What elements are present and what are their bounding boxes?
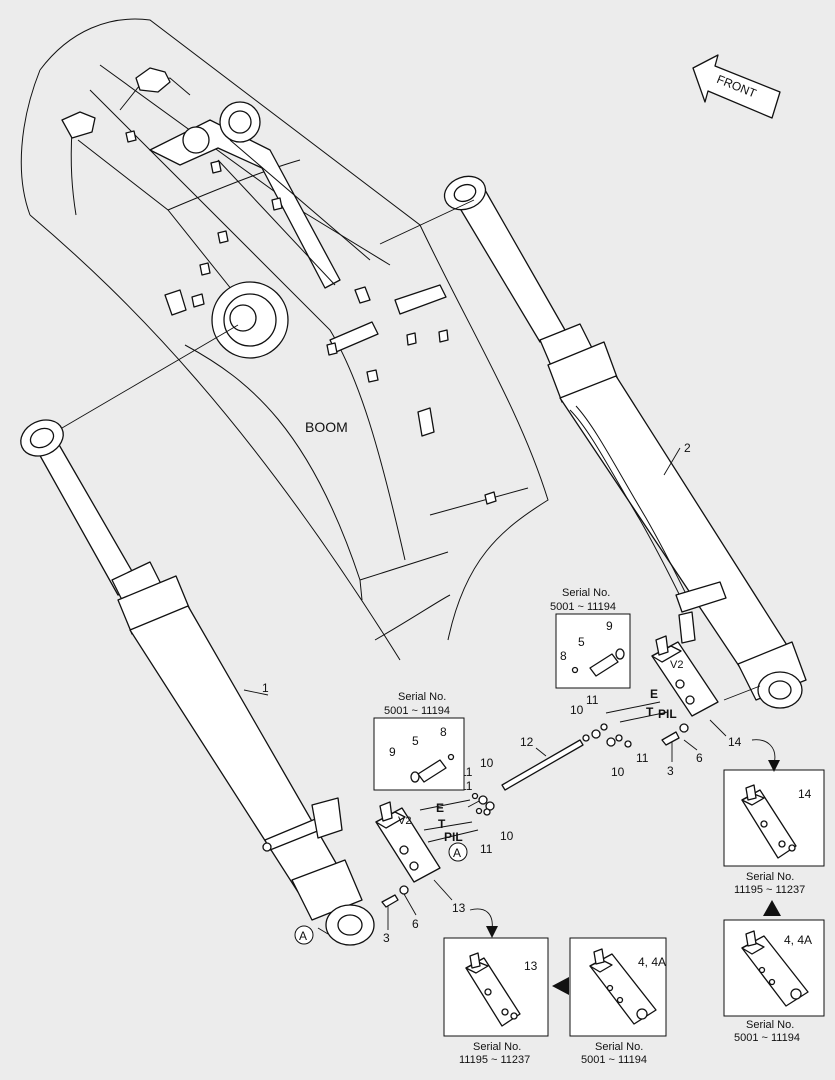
variant-4-bottom-title: Serial No. bbox=[595, 1041, 643, 1053]
inset-right-8: 8 bbox=[560, 649, 567, 663]
arrow-variant-14 bbox=[763, 900, 781, 916]
right-boom-cylinder bbox=[443, 175, 807, 709]
leader-lines bbox=[61, 199, 761, 935]
variant-14-range: 11195 ~ 11237 bbox=[734, 884, 805, 896]
variant-box-13: 13 Serial No. 11195 ~ 11237 bbox=[443, 937, 549, 1066]
serial-inset-left-range: 5001 ~ 11194 bbox=[384, 705, 450, 717]
inset-left-8: 8 bbox=[440, 725, 447, 739]
boom-label: BOOM bbox=[305, 419, 348, 435]
curved-arrow-14 bbox=[751, 739, 780, 772]
callout-11-d: 11 bbox=[586, 693, 599, 707]
right-bolt-3 bbox=[661, 723, 689, 746]
detail-a-top: A bbox=[448, 842, 468, 862]
variant-4-bottom-range: 5001 ~ 11194 bbox=[581, 1054, 647, 1066]
left-holding-valve bbox=[375, 799, 479, 883]
variant-box-4-bottom: 4, 4A Serial No. 5001 ~ 11194 bbox=[569, 937, 667, 1066]
port-e-right: E bbox=[650, 687, 658, 701]
arrow-variant-13 bbox=[552, 977, 569, 995]
left-bolt-3 bbox=[381, 885, 409, 908]
left-fittings bbox=[471, 792, 495, 816]
port-e-left: E bbox=[436, 801, 444, 815]
callout-10-a: 10 bbox=[480, 756, 494, 770]
port-t-left: T bbox=[438, 817, 446, 831]
variant-14-part: 14 bbox=[798, 787, 812, 801]
curved-arrow-13 bbox=[469, 908, 498, 938]
serial-inset-right-title: Serial No. bbox=[562, 587, 610, 599]
front-arrow bbox=[692, 54, 781, 119]
variant-13-title: Serial No. bbox=[473, 1041, 521, 1053]
callout-2: 2 bbox=[684, 441, 691, 455]
port-pil-left: PIL bbox=[444, 830, 463, 844]
serial-inset-left: Serial No. 5001 ~ 11194 5 8 9 bbox=[373, 691, 465, 791]
port-v2-left: V2 bbox=[398, 815, 411, 827]
serial-inset-right-range: 5001 ~ 11194 bbox=[550, 601, 616, 613]
right-fittings bbox=[591, 723, 632, 748]
left-boom-cylinder bbox=[20, 419, 375, 946]
variant-14-title: Serial No. bbox=[746, 871, 794, 883]
callout-10-d: 10 bbox=[611, 765, 625, 779]
svg-text:A: A bbox=[299, 929, 307, 943]
boom-structure bbox=[20, 18, 549, 661]
callout-11-c: 11 bbox=[480, 842, 493, 856]
inset-left-5: 5 bbox=[412, 734, 419, 748]
callout-13: 13 bbox=[452, 901, 466, 915]
variant-4-bottom-part: 4, 4A bbox=[638, 955, 666, 969]
callout-10-c: 10 bbox=[570, 703, 584, 717]
callout-3-right: 3 bbox=[667, 764, 674, 778]
callout-1: 1 bbox=[262, 681, 269, 695]
variant-box-4-right: 4, 4A Serial No. 5001 ~ 11194 bbox=[723, 919, 825, 1044]
port-pil-right: PIL bbox=[658, 707, 677, 721]
detail-a-bottom: A bbox=[294, 925, 314, 945]
serial-inset-left-title: Serial No. bbox=[398, 691, 446, 703]
pilot-tube-12 bbox=[501, 734, 590, 791]
callout-11-e: 11 bbox=[636, 751, 649, 765]
inset-left-9: 9 bbox=[389, 745, 396, 759]
inset-right-5: 5 bbox=[578, 635, 585, 649]
right-holding-valve bbox=[605, 635, 719, 723]
callout-14: 14 bbox=[728, 735, 742, 749]
callout-10-b: 10 bbox=[500, 829, 514, 843]
variant-4-right-part: 4, 4A bbox=[784, 933, 812, 947]
variant-box-14: 14 Serial No. 11195 ~ 11237 bbox=[723, 769, 825, 896]
callout-12: 12 bbox=[520, 735, 534, 749]
serial-inset-right: Serial No. 5001 ~ 11194 5 8 9 bbox=[550, 587, 631, 689]
variant-4-right-range: 5001 ~ 11194 bbox=[734, 1032, 800, 1044]
port-t-right: T bbox=[646, 705, 654, 719]
port-v2-right: V2 bbox=[670, 659, 683, 671]
variant-4-right-title: Serial No. bbox=[746, 1019, 794, 1031]
variant-13-part: 13 bbox=[524, 959, 538, 973]
callout-3-left: 3 bbox=[383, 931, 390, 945]
inset-right-9: 9 bbox=[606, 619, 613, 633]
svg-text:A: A bbox=[453, 846, 461, 860]
callout-6-right: 6 bbox=[696, 751, 703, 765]
variant-13-range: 11195 ~ 11237 bbox=[459, 1054, 530, 1066]
callout-6-left: 6 bbox=[412, 917, 419, 931]
